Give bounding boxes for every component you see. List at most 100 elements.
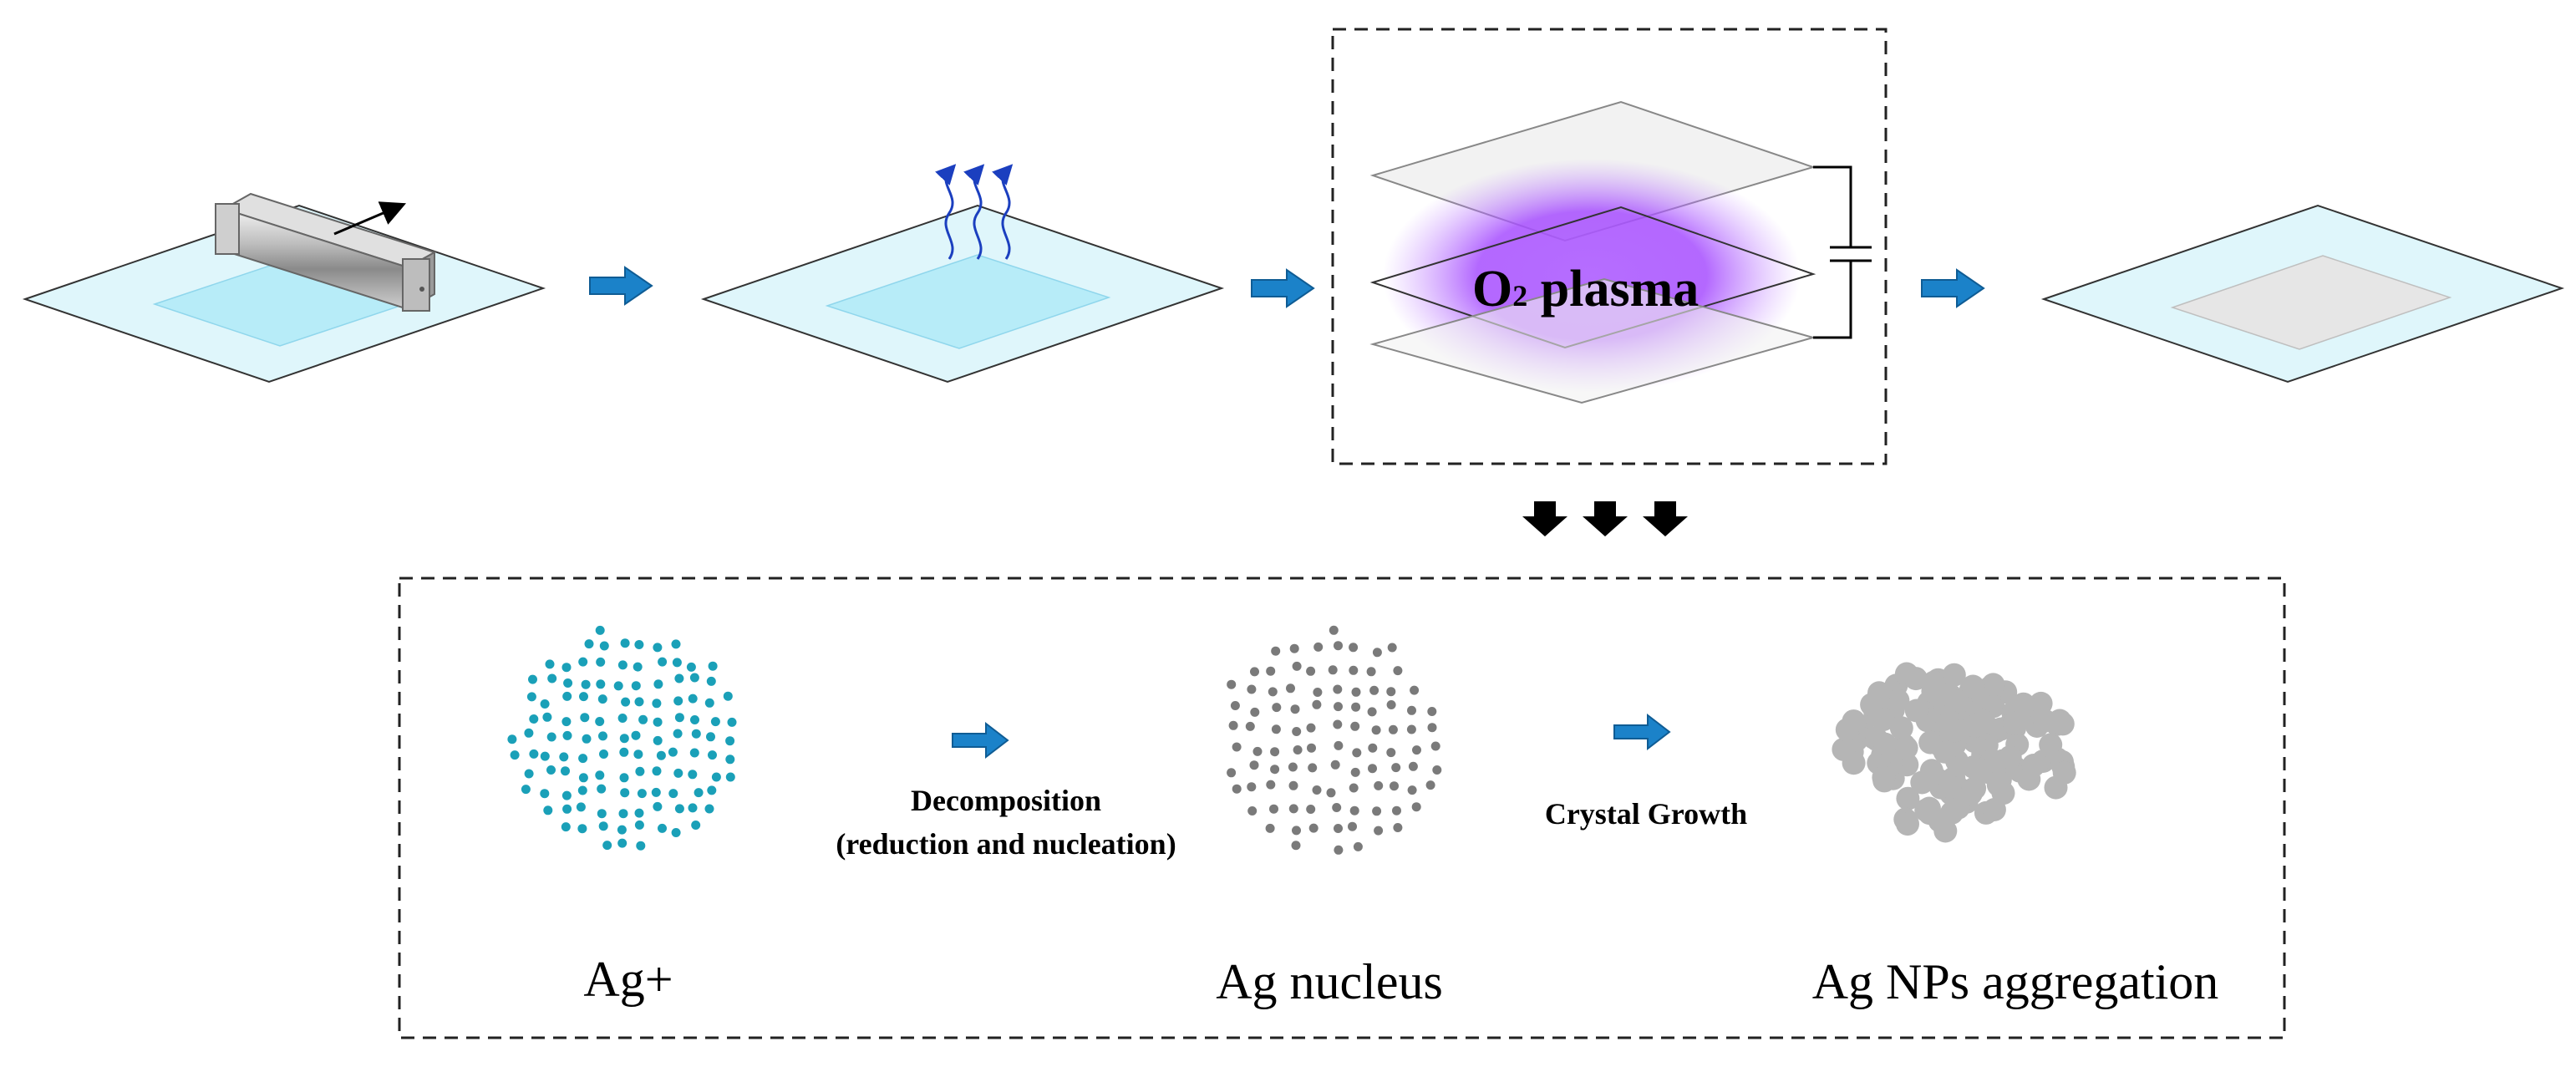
ag-ion-dot xyxy=(674,804,684,814)
ag-np-dot xyxy=(2002,711,2026,735)
ag-nucleus-dot xyxy=(1292,727,1302,736)
ag-ion-dot xyxy=(598,821,608,831)
ag-ion-dot xyxy=(634,697,644,707)
ag-np-dot xyxy=(1904,667,1928,691)
ag-np-dot xyxy=(1982,798,2006,821)
ag-nucleus-dot xyxy=(1313,688,1323,697)
ag-ion-dot xyxy=(562,691,572,701)
ag-nucleus-dot xyxy=(1351,687,1361,697)
ag-np-dot xyxy=(1896,812,1919,836)
ag-nucleus-dot xyxy=(1334,641,1343,651)
ag-ion-dot xyxy=(619,747,629,757)
down-arrow-icon xyxy=(1643,501,1688,536)
ag-np-dot xyxy=(1942,663,1966,687)
ag-nucleus-dot xyxy=(1430,741,1440,751)
ag-nucleus-dot xyxy=(1388,724,1398,734)
ag-nucleus-dot xyxy=(1333,719,1343,729)
ag-ion-dot xyxy=(602,841,612,851)
ag-ion-dot xyxy=(528,674,537,684)
ag-nucleus-dot xyxy=(1412,745,1421,755)
ag-ion-dot xyxy=(617,660,627,670)
ag-nucleus-dot xyxy=(1349,783,1359,793)
ag-nucleus-dot xyxy=(1349,665,1359,675)
ag-ion-dot xyxy=(656,750,666,760)
ag-nucleus-dot xyxy=(1427,707,1437,716)
ag-nucleus-dot xyxy=(1292,826,1301,836)
ag-ion-dot xyxy=(727,717,737,727)
ag-np-dot xyxy=(1943,719,1966,743)
right-arrow-icon xyxy=(952,721,1009,760)
ag-nucleus-dot xyxy=(1271,724,1281,734)
ag-ion-dot xyxy=(653,735,663,745)
ag-nucleus-dot xyxy=(1334,740,1344,750)
ag-nucleus-dot xyxy=(1369,685,1379,695)
ag-ion-dot xyxy=(507,734,517,744)
ag-ion-dot xyxy=(576,802,586,812)
ag-nucleus-dot xyxy=(1312,785,1322,795)
ag-np-dot xyxy=(1904,699,1928,723)
ag-nucleus-dot xyxy=(1386,700,1396,709)
ag-ion-dot xyxy=(672,658,682,668)
ag-nucleus-dot xyxy=(1250,707,1260,717)
ag-ion-dot xyxy=(708,661,718,671)
coated-area xyxy=(825,254,1111,349)
ag-ion-dot xyxy=(510,750,520,760)
ag-ion-dot xyxy=(584,639,594,649)
ag-np-dot xyxy=(2011,692,2035,716)
ag-nucleus-dot xyxy=(1391,763,1401,773)
ag-nucleus-dot xyxy=(1334,845,1344,855)
ag-ion-dot xyxy=(577,824,587,834)
ag-ion-dot xyxy=(547,673,557,683)
ag-nucleus-dot xyxy=(1270,765,1280,775)
ag-ion-dot xyxy=(694,788,704,798)
ag-np-dot xyxy=(1889,716,1913,740)
ag-ion-dot xyxy=(617,714,627,723)
ag-ion-dot xyxy=(708,750,717,760)
ag-ion-dot xyxy=(689,673,699,683)
ag-nucleus-dot xyxy=(1432,765,1442,775)
ag-nucleus-dot xyxy=(1313,642,1324,652)
ag-np-aggregation-label: Ag NPs aggregation xyxy=(1812,954,2219,1009)
ag-ion-dot xyxy=(706,732,715,742)
ag-np-dot xyxy=(1894,736,1918,760)
crystal-growth-label: Crystal Growth xyxy=(1545,797,1747,831)
ag-np-dot xyxy=(1963,776,1987,800)
ag-ion-dot xyxy=(620,788,630,798)
ag-nucleus-dot xyxy=(1245,721,1255,731)
ag-ion-dot xyxy=(638,714,648,724)
plasma-label-o: O xyxy=(1472,261,1512,318)
ag-nucleus-dot xyxy=(1308,823,1318,833)
ag-np-dot xyxy=(1873,732,1898,756)
ag-nucleus-dot xyxy=(1406,724,1416,734)
ag-nucleus-dot xyxy=(1425,780,1435,790)
ag-nucleus-dot xyxy=(1393,823,1403,832)
ag-ion-dot xyxy=(562,804,572,814)
ag-np-dot xyxy=(2050,712,2075,736)
ag-ion-dot xyxy=(521,785,531,795)
ag-ion-dot xyxy=(691,821,701,830)
plasma-label: O2 plasma xyxy=(1472,261,1699,318)
right-arrow-icon xyxy=(1613,713,1671,751)
ag-nucleus-dot xyxy=(1291,841,1301,851)
ag-nucleus-dot xyxy=(1272,703,1282,713)
ag-ion-dot xyxy=(598,731,607,741)
stage-final xyxy=(2040,204,2565,384)
ag-ion-dot xyxy=(524,769,534,779)
ag-nucleus-dot xyxy=(1333,684,1343,694)
ag-nucleus-dot xyxy=(1386,748,1396,758)
ag-ion-dot xyxy=(631,681,641,691)
right-arrow-icon xyxy=(1251,268,1315,308)
ag-nucleus-dot xyxy=(1312,699,1322,709)
ag-ion-dot xyxy=(529,714,539,724)
ag-nucleus-dot xyxy=(1288,762,1298,772)
ag-np-dot xyxy=(1918,730,1943,755)
ag-nucleus-dot xyxy=(1293,745,1303,755)
ag-ion-cluster xyxy=(507,625,737,851)
ag-ion-dot xyxy=(673,696,683,706)
ag-ion-dot xyxy=(562,730,572,740)
ag-nucleus-dot xyxy=(1334,702,1343,712)
ag-ion-dot xyxy=(561,663,572,673)
ag-nucleus-dot xyxy=(1386,687,1396,697)
ag-ion-dot xyxy=(597,809,607,819)
